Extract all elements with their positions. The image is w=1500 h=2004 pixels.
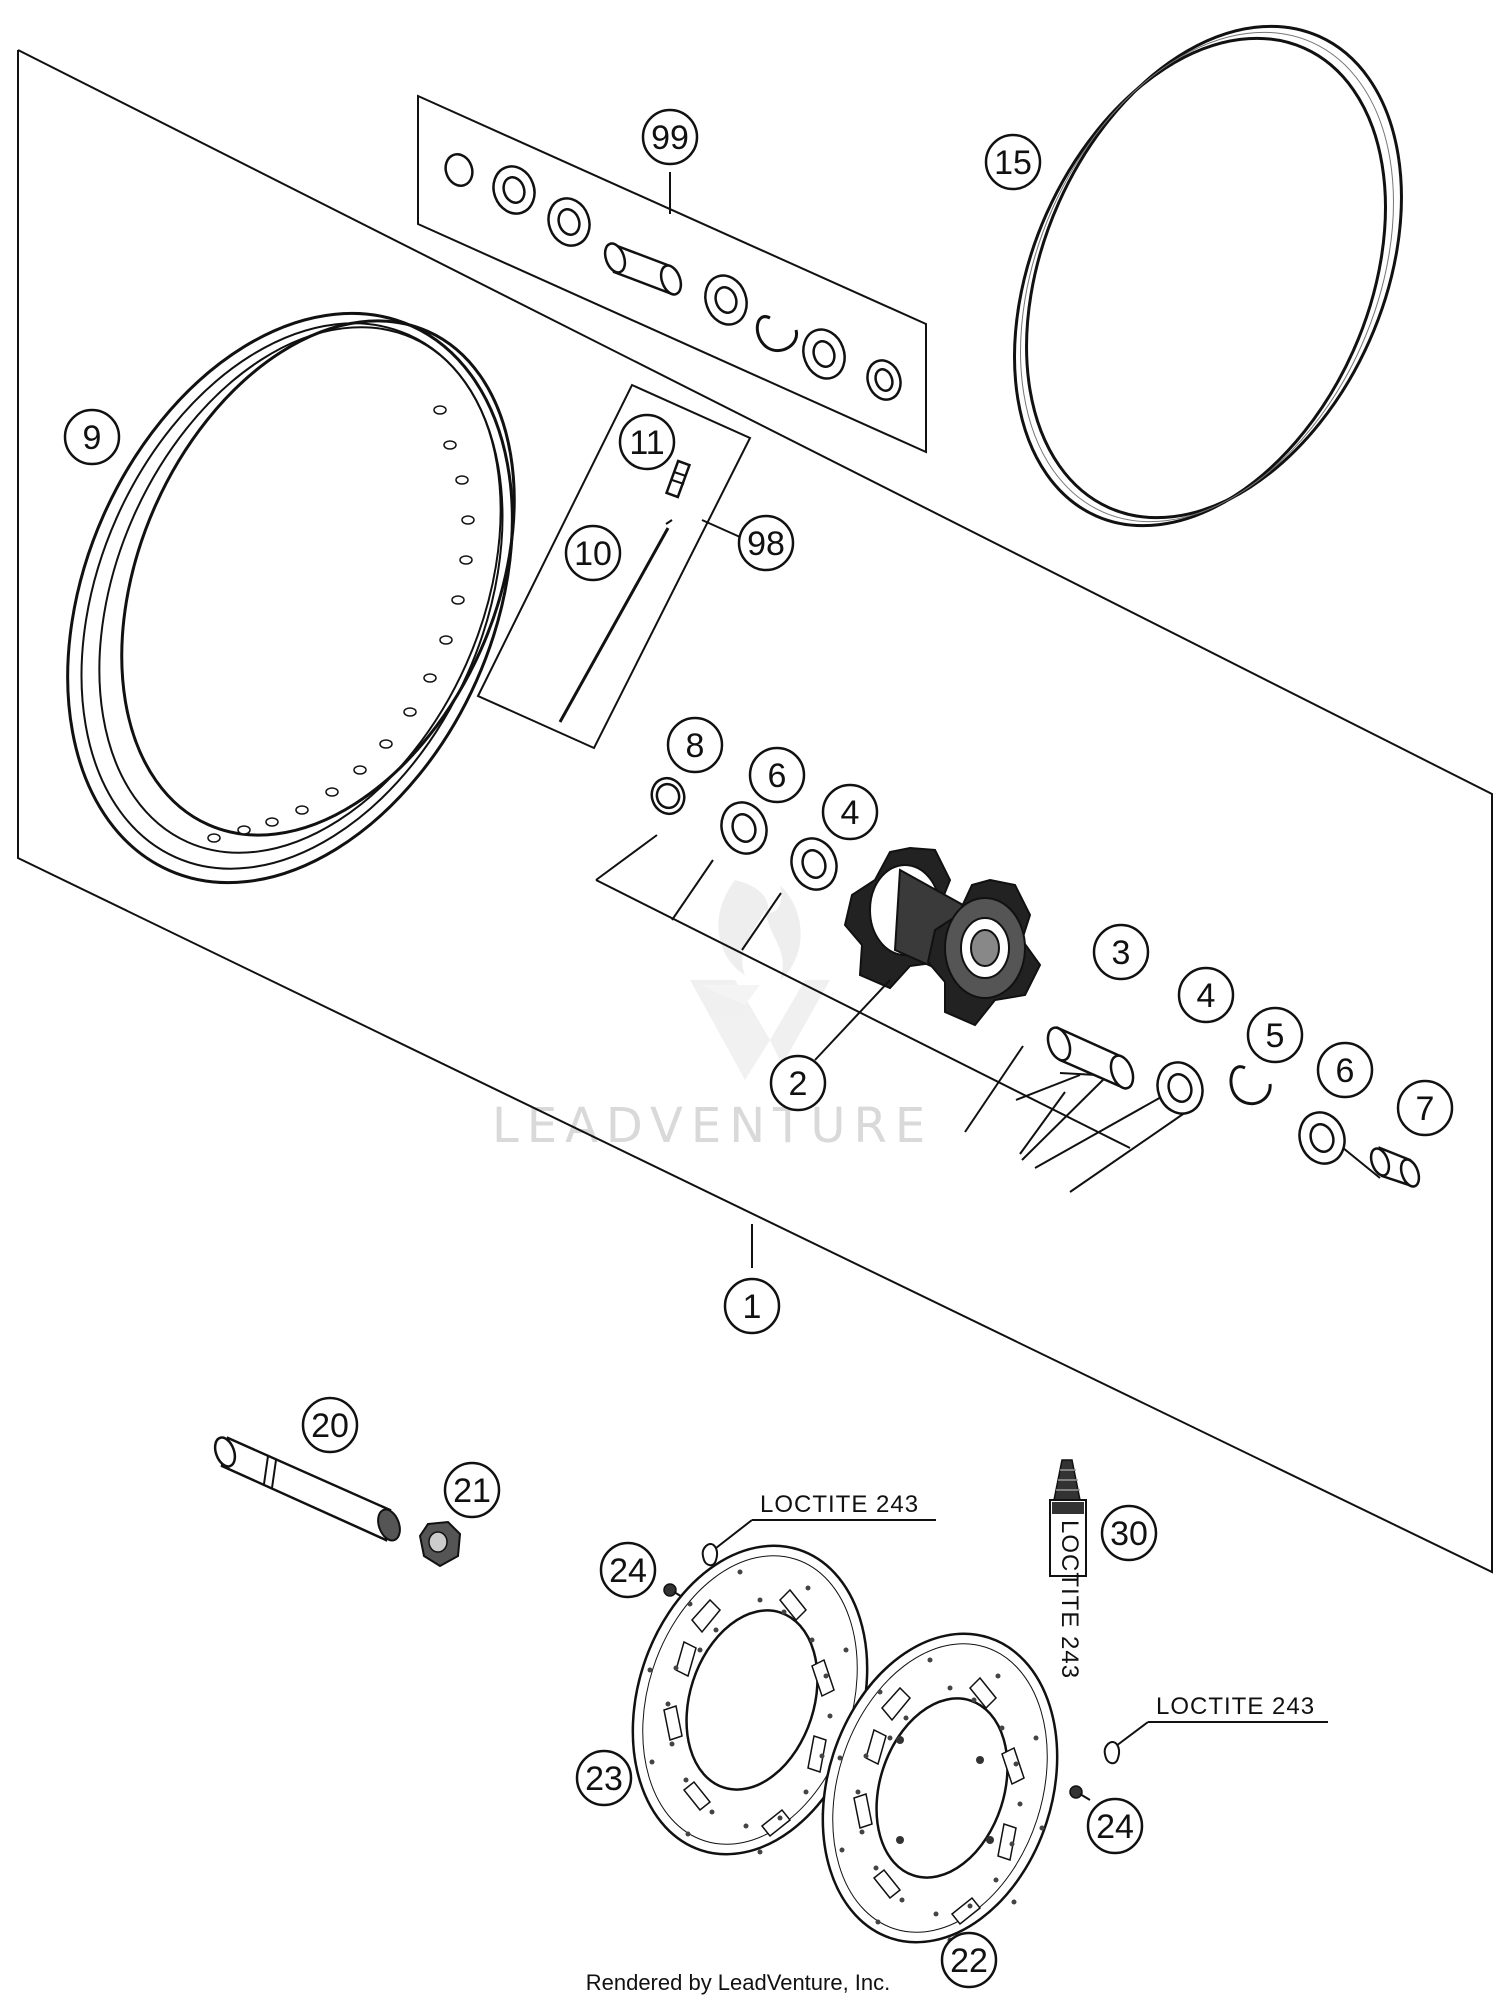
callout-circle-4a — [821, 783, 879, 841]
callout-99: 99 — [651, 119, 689, 157]
callout-circle-10 — [564, 524, 622, 582]
callout-circles — [63, 108, 1454, 1989]
callout-circle-11 — [618, 413, 676, 471]
hub-parts-right — [1046, 1026, 1421, 1188]
callout-circle-9 — [63, 408, 121, 466]
leader-3 — [1015, 1074, 1081, 1101]
callout-circle-2 — [769, 1054, 827, 1112]
callout-8: 8 — [686, 727, 705, 765]
callout-circle-23 — [575, 1749, 633, 1807]
callout-2: 2 — [789, 1065, 808, 1103]
callout-circle-21 — [443, 1461, 501, 1519]
rim-drawing — [66, 311, 516, 885]
callout-circle-6a — [748, 746, 806, 804]
spoke-kit-panel — [476, 383, 752, 750]
bearing-kit-panel — [417, 94, 927, 454]
loctite-bottle-drawing: LOCTITE 243 — [1049, 1459, 1087, 1679]
callout-30: 30 — [1110, 1515, 1148, 1553]
tire-drawing — [1013, 24, 1403, 528]
brake-disc-22-drawing — [821, 1632, 1059, 1944]
callout-6a: 6 — [768, 757, 787, 795]
leader-2 — [814, 979, 891, 1061]
loctite-label-2: LOCTITE 243 — [1156, 1693, 1315, 1720]
callout-circle-98 — [737, 514, 795, 572]
loctite-note-2: LOCTITE 243 — [1103, 1693, 1328, 1765]
loctite-note-1: LOCTITE 243 — [701, 1491, 936, 1567]
callout-98: 98 — [747, 525, 785, 563]
bottle-label: LOCTITE 243 — [1056, 1520, 1083, 1679]
hub-spacers-left — [650, 776, 838, 891]
hub-leader-lines — [595, 834, 1381, 1193]
callout-circle-3 — [1092, 923, 1150, 981]
callout-4a: 4 — [841, 794, 860, 832]
watermark-logo — [690, 880, 830, 1080]
callout-3: 3 — [1112, 934, 1131, 972]
callout-circle-4b — [1177, 966, 1235, 1024]
callout-circle-8 — [666, 716, 724, 774]
callout-circle-15 — [984, 133, 1042, 191]
disc-bolts — [663, 1583, 1091, 1801]
callout-circle-7 — [1396, 1079, 1454, 1137]
watermark-text: LEADVENTURE — [492, 1098, 933, 1154]
callout-22: 22 — [950, 1942, 988, 1980]
callout-21: 21 — [453, 1472, 491, 1510]
callout-10: 10 — [574, 535, 612, 573]
footer-credit: Rendered by LeadVenture, Inc. — [586, 1970, 891, 1995]
callout-circle-24b — [1086, 1797, 1144, 1855]
callout-23: 23 — [585, 1760, 623, 1798]
brake-disc-23-drawing — [631, 1544, 869, 1856]
callout-circle-99 — [641, 108, 699, 166]
callout-1: 1 — [743, 1288, 762, 1326]
callout-24a: 24 — [609, 1552, 647, 1590]
callout-circle-20 — [301, 1396, 359, 1454]
callout-20: 20 — [311, 1407, 349, 1445]
callout-circle-30 — [1100, 1504, 1158, 1562]
hub-drawing — [843, 846, 1042, 1027]
callout-5: 5 — [1266, 1017, 1285, 1055]
callout-7: 7 — [1416, 1090, 1435, 1128]
callout-circle-1 — [723, 1277, 781, 1335]
callout-circle-24a — [599, 1541, 657, 1599]
callout-circle-6b — [1316, 1041, 1374, 1099]
callout-labels: 99 15 9 11 10 98 8 6 4 3 4 5 6 7 2 1 20 … — [83, 119, 1435, 1980]
callout-15: 15 — [994, 144, 1032, 182]
callout-4b: 4 — [1197, 977, 1216, 1015]
callout-circle-5 — [1246, 1006, 1304, 1064]
loctite-label-1: LOCTITE 243 — [760, 1491, 919, 1518]
axle-drawing — [213, 1436, 462, 1568]
callout-6b: 6 — [1336, 1052, 1355, 1090]
callout-11: 11 — [629, 424, 664, 462]
wheel-assembly-outline — [17, 49, 1493, 1574]
callout-24b: 24 — [1096, 1808, 1134, 1846]
callout-circle-22 — [940, 1931, 998, 1989]
callout-9: 9 — [83, 419, 102, 457]
